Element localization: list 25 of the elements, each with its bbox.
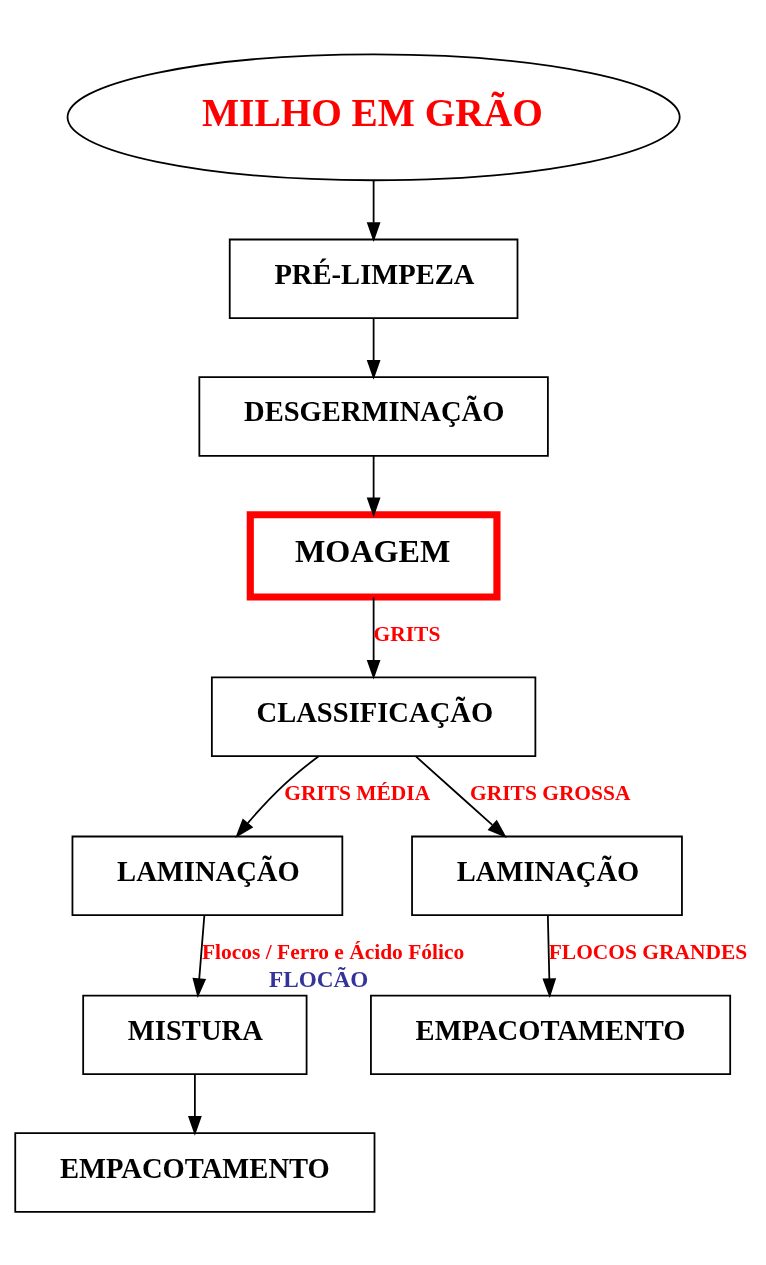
node-box: LAMINAÇÃO [411, 835, 683, 916]
arrow [366, 317, 381, 380]
edge-label: Flocos / Ferro e Ácido Fólico [202, 939, 465, 964]
edge-label: GRITS MÉDIA [284, 780, 431, 805]
arrow [542, 913, 557, 998]
edge-label: GRITS [373, 621, 441, 646]
node-label: FLOCÃO [269, 965, 369, 992]
arrow [235, 754, 320, 838]
arrow [366, 179, 381, 242]
arrow [366, 595, 381, 680]
node-box: DESGERMINAÇÃO [198, 375, 549, 457]
edge-label: FLOCOS GRANDES [548, 939, 748, 964]
edge-label: GRITS GROSSA [470, 780, 631, 805]
node-box: CLASSIFICAÇÃO [210, 676, 537, 757]
node-box: EMPACOTAMENTO [14, 1131, 376, 1213]
arrow [414, 754, 507, 838]
node-ellipse: MILHO EM GRÃO [66, 53, 681, 181]
arrow [192, 913, 207, 998]
arrow [188, 1073, 202, 1136]
node-box: MOAGEM [246, 510, 501, 601]
node-box: PRÉ-LIMPEZA [228, 238, 519, 319]
node-box: LAMINAÇÃO [71, 835, 344, 916]
node-box: EMPACOTAMENTO [370, 994, 732, 1075]
node-box: MISTURA [82, 994, 308, 1075]
arrow [366, 454, 381, 517]
